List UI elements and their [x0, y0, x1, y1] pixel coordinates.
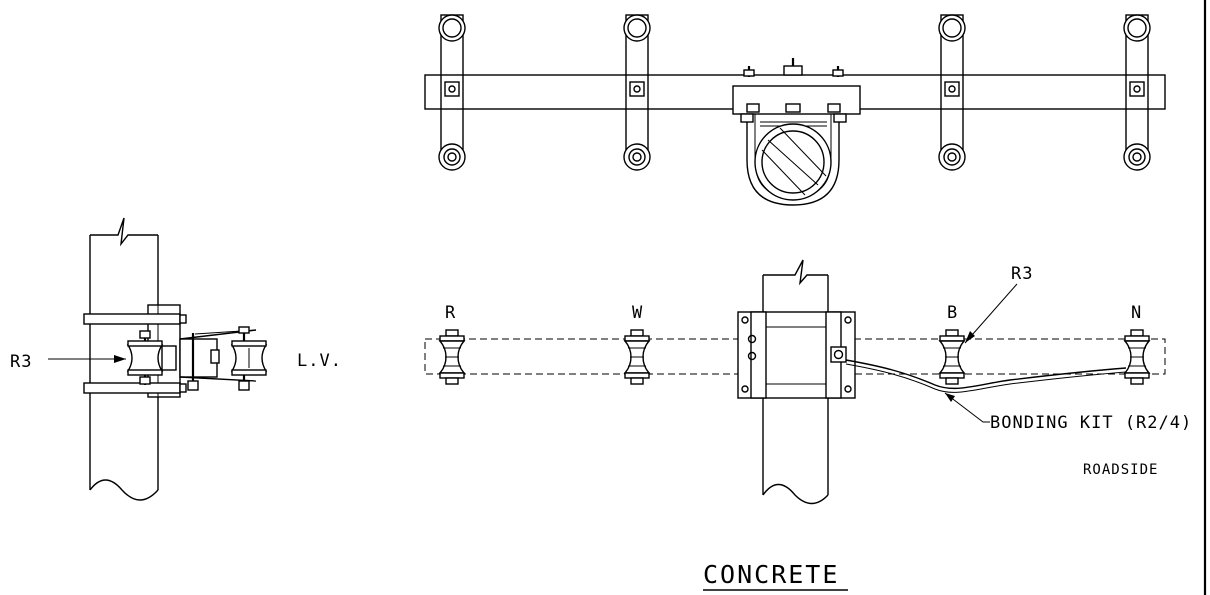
spool-n	[1123, 328, 1151, 386]
top-link-b	[938, 14, 966, 171]
top-link-w	[623, 14, 651, 171]
phase-r-label: R	[445, 303, 456, 323]
drawing-title: CONCRETE	[703, 560, 839, 589]
top-view	[424, 14, 1166, 206]
spool-b	[938, 328, 966, 386]
r3-side-label: R3	[10, 352, 32, 372]
top-link-n	[1123, 14, 1151, 171]
front-view	[424, 259, 1166, 505]
lv-label: L.V.	[297, 351, 342, 371]
r3-front-leader	[964, 283, 1018, 344]
spool-w	[623, 328, 651, 386]
top-link-r	[438, 14, 466, 171]
bonding-kit-leader	[944, 392, 990, 423]
phase-b-label: B	[947, 303, 958, 323]
bonding-wire	[845, 359, 1127, 390]
spool-r	[438, 328, 466, 386]
phase-n-label: N	[1131, 303, 1142, 323]
pole-clamp-top-view	[732, 58, 861, 206]
phase-w-label: W	[632, 303, 643, 323]
side-view	[48, 217, 268, 501]
r3-front-label: R3	[1011, 264, 1033, 284]
bonding-kit-label: BONDING KIT (R2/4)	[990, 413, 1192, 433]
roadside-label: ROADSIDE	[1083, 462, 1158, 478]
